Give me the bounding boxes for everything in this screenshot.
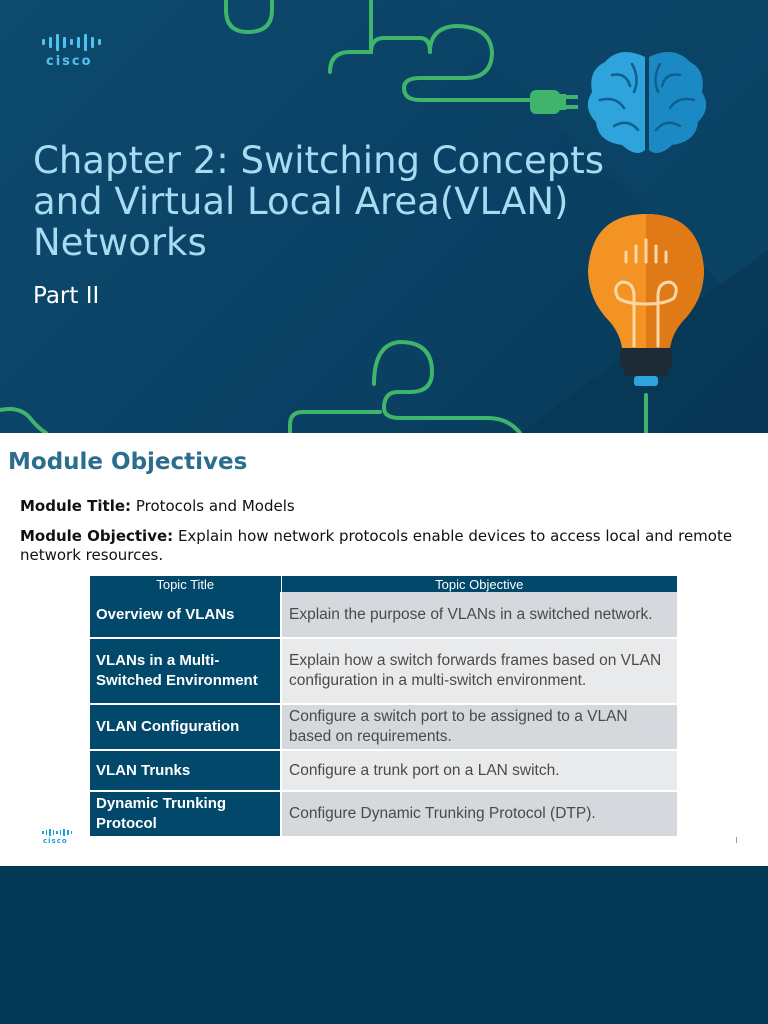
chapter-subtitle: Part II <box>33 283 100 309</box>
brain-icon <box>587 52 707 154</box>
cisco-logo-text: cisco <box>46 54 93 69</box>
module-objective-label: Module Objective: <box>20 527 174 545</box>
footer-cisco-logo: cisco <box>42 829 73 845</box>
decorative-circuit-lines <box>0 0 768 433</box>
cisco-logo: cisco <box>40 33 110 73</box>
topic-objective-cell: Explain how a switch forwards frames bas… <box>281 638 677 705</box>
table-row: VLAN Trunks Configure a trunk port on a … <box>90 750 677 792</box>
table-header-topic-objective: Topic Objective <box>281 576 677 592</box>
topic-title-cell: VLAN Configuration <box>90 704 282 751</box>
table-header-row: Topic Title Topic Objective <box>90 576 677 592</box>
table-row: VLANs in a Multi-Switched Environment Ex… <box>90 638 677 705</box>
module-title-value: Protocols and Models <box>135 497 295 515</box>
next-slide-background <box>0 866 768 1024</box>
table-row: Overview of VLANs Explain the purpose of… <box>90 592 677 639</box>
module-objective-value: Explain how network protocols enable dev… <box>20 527 733 564</box>
table-row: VLAN Configuration Configure a switch po… <box>90 704 677 751</box>
table-row: Dynamic Trunking Protocol Configure Dyna… <box>90 791 677 838</box>
slide-heading: Module Objectives <box>8 449 248 475</box>
topic-objective-cell: Configure Dynamic Trunking Protocol (DTP… <box>281 791 677 838</box>
lightbulb-icon <box>588 214 704 386</box>
topic-title-cell: VLAN Trunks <box>90 750 282 792</box>
module-objective-line: Module Objective: Explain how network pr… <box>20 527 740 565</box>
topic-objective-cell: Configure a switch port to be assigned t… <box>281 704 677 751</box>
module-objectives-slide: Module Objectives Module Title: Protocol… <box>0 433 768 866</box>
footer-cisco-logo-text: cisco <box>43 837 68 845</box>
topic-title-cell: VLANs in a Multi-Switched Environment <box>90 638 282 705</box>
table-header-topic-title: Topic Title <box>90 576 282 592</box>
page-marker <box>736 837 737 843</box>
topic-objectives-table: Topic Title Topic Objective Overview of … <box>90 576 677 838</box>
title-slide: cisco Chapter 2: Switching Concepts and … <box>0 0 768 433</box>
module-title-label: Module Title: <box>20 497 132 515</box>
plug-icon <box>530 90 578 114</box>
chapter-title: Chapter 2: Switching Concepts and Virtua… <box>33 139 605 264</box>
topic-objective-cell: Explain the purpose of VLANs in a switch… <box>281 592 677 639</box>
topic-objective-cell: Configure a trunk port on a LAN switch. <box>281 750 677 792</box>
topic-title-cell: Overview of VLANs <box>90 592 282 639</box>
topic-title-cell: Dynamic Trunking Protocol <box>90 791 282 838</box>
module-title-line: Module Title: Protocols and Models <box>20 497 740 516</box>
